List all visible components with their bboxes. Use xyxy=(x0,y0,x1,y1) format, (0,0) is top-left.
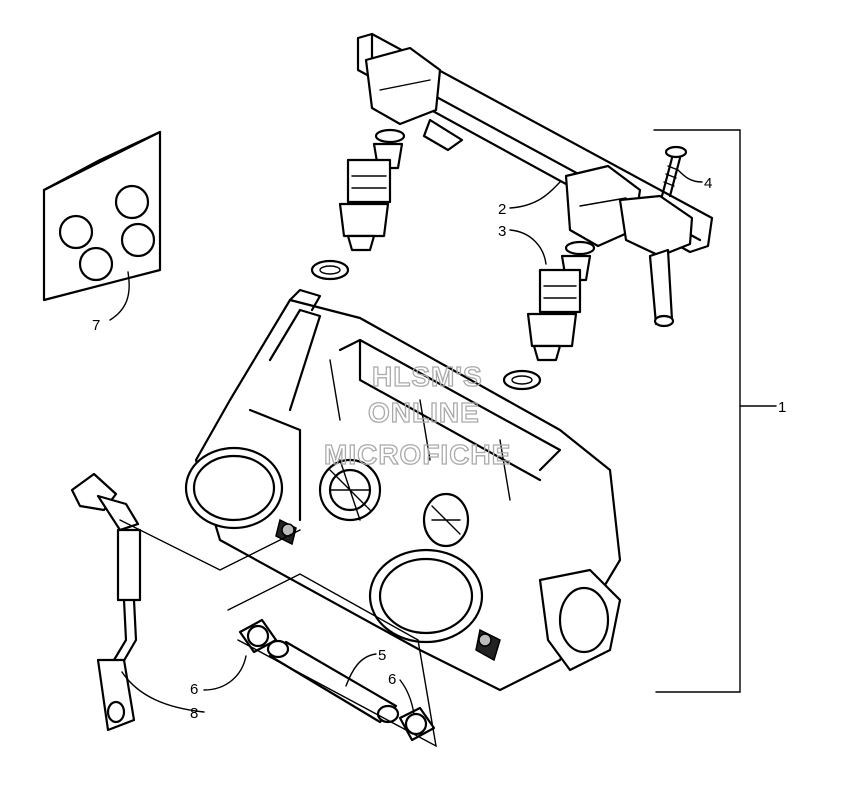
callout-8: 8 xyxy=(190,705,198,722)
leader-lines xyxy=(109,169,703,748)
screw xyxy=(660,145,688,198)
fuel-injector-right xyxy=(502,240,596,391)
callout-7: 7 xyxy=(92,317,100,334)
fuel-injector-left xyxy=(310,128,406,281)
assembly-bracket xyxy=(653,129,777,693)
callout-3: 3 xyxy=(498,223,506,240)
o-ring-kit-bag xyxy=(42,130,162,302)
callout-4: 4 xyxy=(704,175,712,192)
watermark-line-1: HLSM'S xyxy=(372,361,483,392)
callout-6-right: 6 xyxy=(388,671,396,688)
watermark-line-2: ONLINE xyxy=(368,397,480,428)
callout-5: 5 xyxy=(378,647,386,664)
throttle-body-assembly xyxy=(184,288,622,692)
callout-6-left: 6 xyxy=(190,681,198,698)
sensor-harness xyxy=(70,472,142,732)
callout-labels: 1 2 3 4 5 6 6 7 8 xyxy=(92,175,786,722)
watermark-line-3: MICROFICHE xyxy=(324,439,511,470)
callout-1: 1 xyxy=(778,399,786,416)
bypass-hose xyxy=(266,639,400,724)
callout-2: 2 xyxy=(498,201,506,218)
watermark: HLSM'S ONLINE MICROFICHE xyxy=(323,360,511,470)
fuel-rail xyxy=(356,32,714,328)
